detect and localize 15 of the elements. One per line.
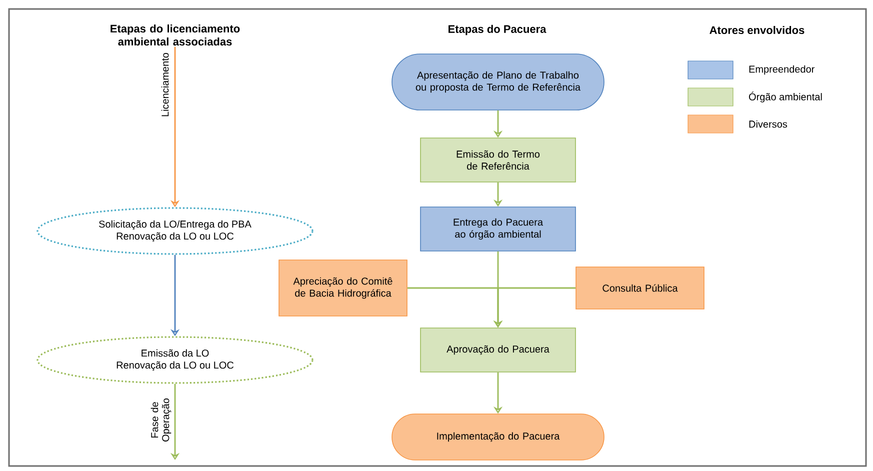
column-heading: Etapas do licenciamento ambiental associadas	[110, 24, 240, 46]
rounded-box: Apresentação de Plano de Trabalho ou proposta de Termo de Referência	[392, 54, 604, 110]
edge-label: Licenciamento	[161, 52, 169, 116]
legend-label: Diversos	[749, 120, 788, 128]
edge-label: Fase de Operação	[150, 398, 172, 442]
legend-heading: Atores envolvidos	[710, 26, 804, 34]
process-box: Consulta Pública	[576, 266, 704, 310]
process-box: Entrega do Pacuera ao órgão ambiental	[420, 206, 576, 252]
process-box: Aprovação do Pacuera	[420, 328, 576, 372]
rounded-box: Implementação do Pacuera	[392, 414, 604, 460]
legend-label: Empreendedor	[749, 65, 814, 75]
process-box: Apreciação do Comitê de Bacia Hidrográfica	[278, 260, 408, 316]
legend-label: Órgão ambiental	[749, 92, 822, 102]
column-heading: Etapas do Pacuera	[448, 24, 546, 36]
process-box: Emissão do Termo de Referência	[420, 138, 576, 182]
